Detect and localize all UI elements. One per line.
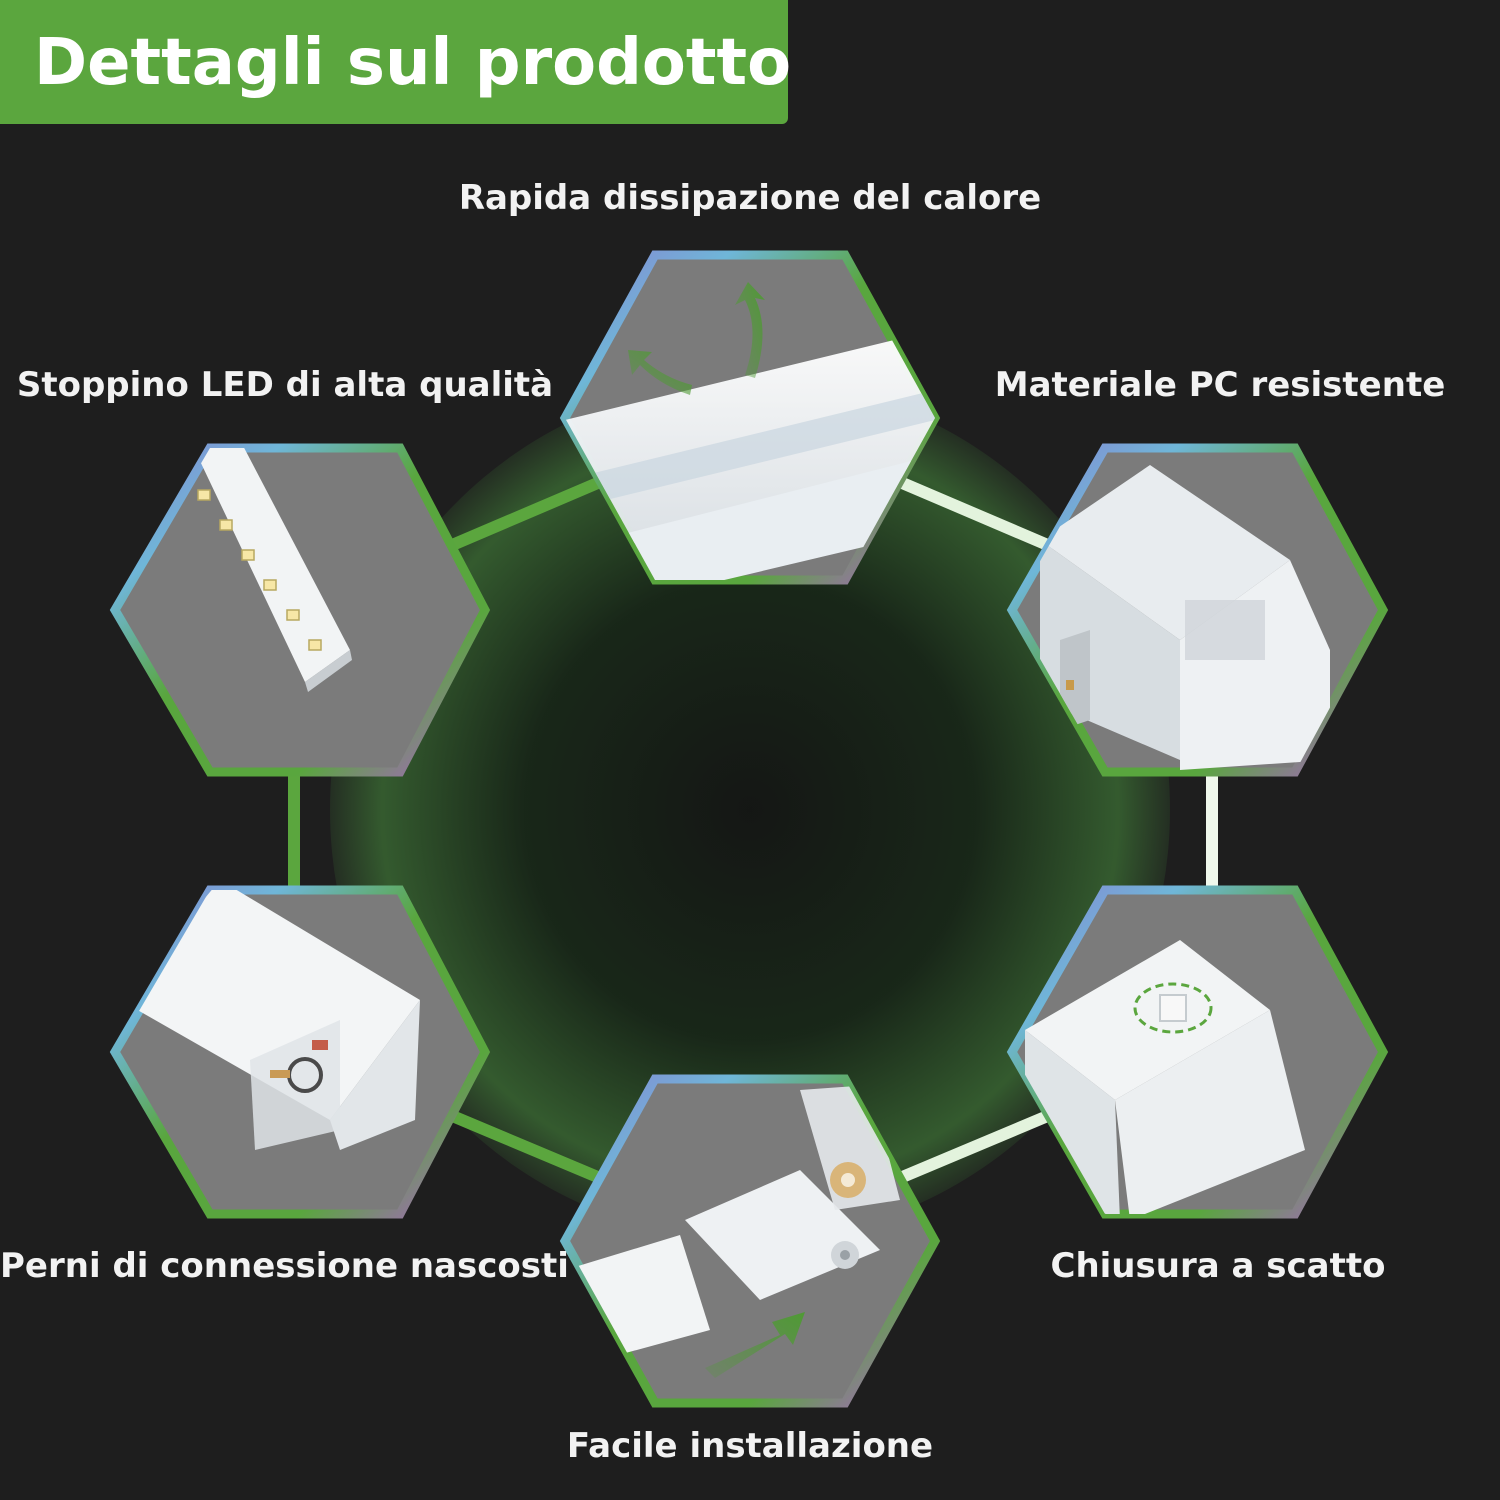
feature-label-pc-material: Materiale PC resistente bbox=[994, 365, 1446, 405]
hex-easy-installation bbox=[559, 1074, 941, 1408]
hex-hidden-pins bbox=[109, 885, 491, 1219]
led-chip-icons bbox=[197, 489, 322, 651]
snap-highlight-icon bbox=[1133, 982, 1213, 1034]
feature-label-led-wick: Stoppino LED di alta qualità bbox=[16, 365, 554, 405]
heat-arrow-left-icon bbox=[628, 350, 692, 395]
install-arrow-icon bbox=[705, 1312, 805, 1378]
feature-label-hidden-pins: Perni di connessione nascosti bbox=[0, 1246, 569, 1286]
hex-led-wick bbox=[109, 443, 491, 777]
header-banner: Dettagli sul prodotto bbox=[0, 0, 792, 124]
feature-label-heat-dissipation: Rapida dissipazione del calore bbox=[458, 178, 1042, 218]
feature-label-snap-closure: Chiusura a scatto bbox=[1050, 1246, 1386, 1286]
page-title: Dettagli sul prodotto bbox=[34, 26, 792, 100]
heat-arrow-up-icon bbox=[735, 282, 765, 378]
hex-heat-dissipation bbox=[559, 250, 941, 585]
hex-snap-closure bbox=[1006, 885, 1389, 1219]
feature-label-easy-installation: Facile installazione bbox=[566, 1426, 934, 1466]
hex-pc-material bbox=[1006, 443, 1389, 777]
